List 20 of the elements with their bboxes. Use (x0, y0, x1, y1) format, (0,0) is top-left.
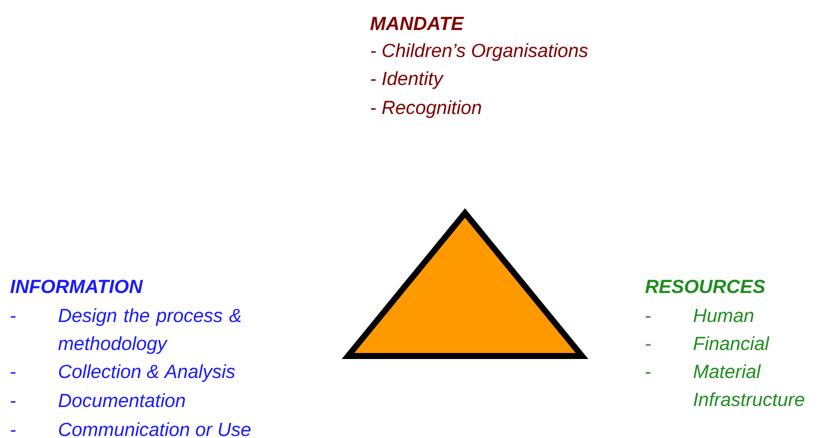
bullet-dash: - (646, 372, 650, 374)
bullet-dash: - (646, 344, 650, 346)
list-item: Collection & Analysis (59, 364, 235, 382)
list-item: Design the process & methodology (58, 308, 241, 354)
bullet-dash: - (646, 316, 650, 318)
bullet-dash: - (10, 372, 16, 374)
list-item: - Children’s Organisations (370, 43, 588, 61)
list-item: Documentation (58, 393, 185, 408)
list-item: - Recognition (370, 100, 482, 118)
bullet-dash: - (10, 401, 16, 403)
heading: MANDATE (370, 16, 464, 30)
list-item: Financial (694, 336, 770, 350)
bullet-dash: - (10, 430, 16, 432)
bullet-dash: - (10, 316, 16, 318)
list-item: Communication or Use (59, 422, 250, 436)
heading: RESOURCES (645, 280, 766, 294)
list-item: Material Infrastructure (694, 364, 804, 406)
list-item: Human (694, 308, 754, 322)
list-item: - Identity (370, 71, 444, 89)
heading: INFORMATION (10, 280, 143, 294)
